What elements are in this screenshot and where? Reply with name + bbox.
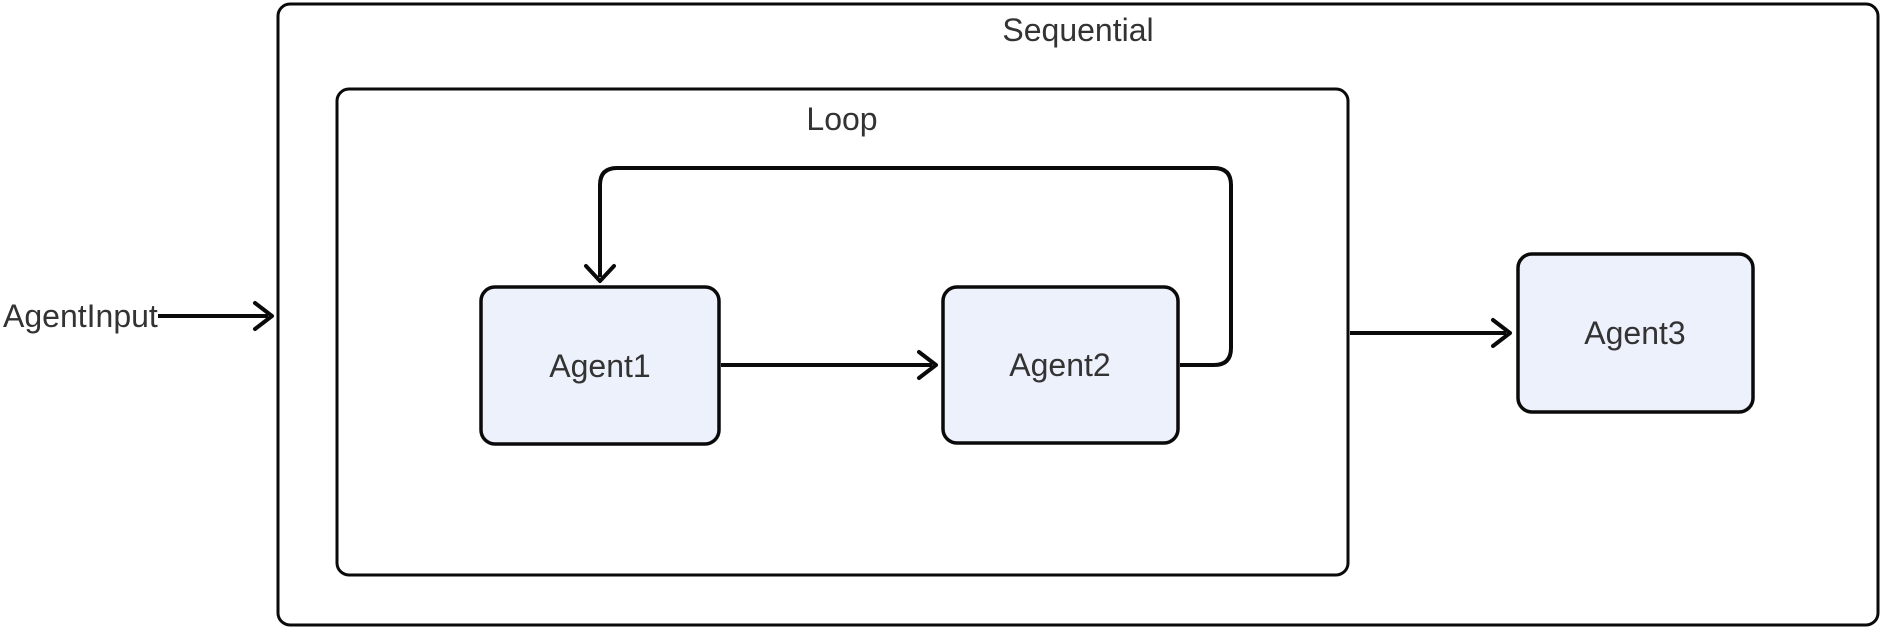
loop-container bbox=[335, 87, 1350, 577]
loopback-arrowhead-icon bbox=[584, 264, 616, 283]
agent2-loopback-to-agent1-arrow bbox=[584, 166, 1233, 367]
loop-to-agent3-arrow bbox=[1350, 318, 1512, 348]
input-arrowhead-icon bbox=[253, 301, 274, 331]
loop-to-agent3-arrowhead-icon bbox=[1491, 318, 1512, 348]
agent-input-label: AgentInput bbox=[3, 298, 158, 334]
input-to-sequential-arrow bbox=[158, 301, 274, 331]
loop-container-label: Loop bbox=[806, 101, 877, 137]
agent3-label: Agent3 bbox=[1584, 315, 1685, 351]
agent2-label: Agent2 bbox=[1009, 347, 1110, 383]
loopback-edge-line bbox=[598, 166, 1233, 367]
sequential-container-label: Sequential bbox=[1002, 12, 1153, 48]
agent1-node bbox=[479, 285, 721, 446]
agent1-to-agent2-arrow bbox=[721, 350, 938, 380]
agent2-node bbox=[941, 285, 1180, 445]
agent3-node bbox=[1516, 252, 1755, 414]
agent1-to-agent2-arrowhead-icon bbox=[917, 350, 938, 380]
sequential-container bbox=[276, 2, 1880, 627]
agent1-label: Agent1 bbox=[549, 348, 650, 384]
